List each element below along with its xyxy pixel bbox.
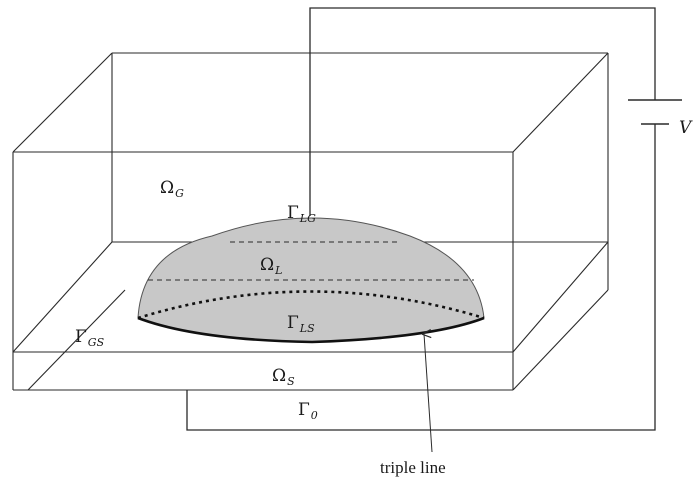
gamma-0-label: Γ0 — [298, 400, 318, 422]
droplet — [137, 217, 485, 344]
gas-box — [12, 52, 609, 352]
circuit-wire — [186, 7, 656, 431]
omega-g-label: ΩG — [160, 178, 184, 200]
voltage-label: V — [679, 118, 693, 138]
triple-line-front — [137, 316, 485, 344]
triple-line-back — [137, 290, 485, 320]
gamma-ls-label: ΓLS — [287, 313, 315, 335]
battery-symbol — [628, 99, 682, 125]
gamma-lg-label: ΓLG — [287, 203, 316, 225]
triple-line-arrow — [424, 334, 433, 453]
gamma-gs-label: ΓGS — [75, 327, 105, 349]
omega-l-label: ΩL — [260, 255, 282, 277]
triple-line-caption: triple line — [380, 458, 446, 477]
omega-s-label: ΩS — [272, 366, 295, 388]
